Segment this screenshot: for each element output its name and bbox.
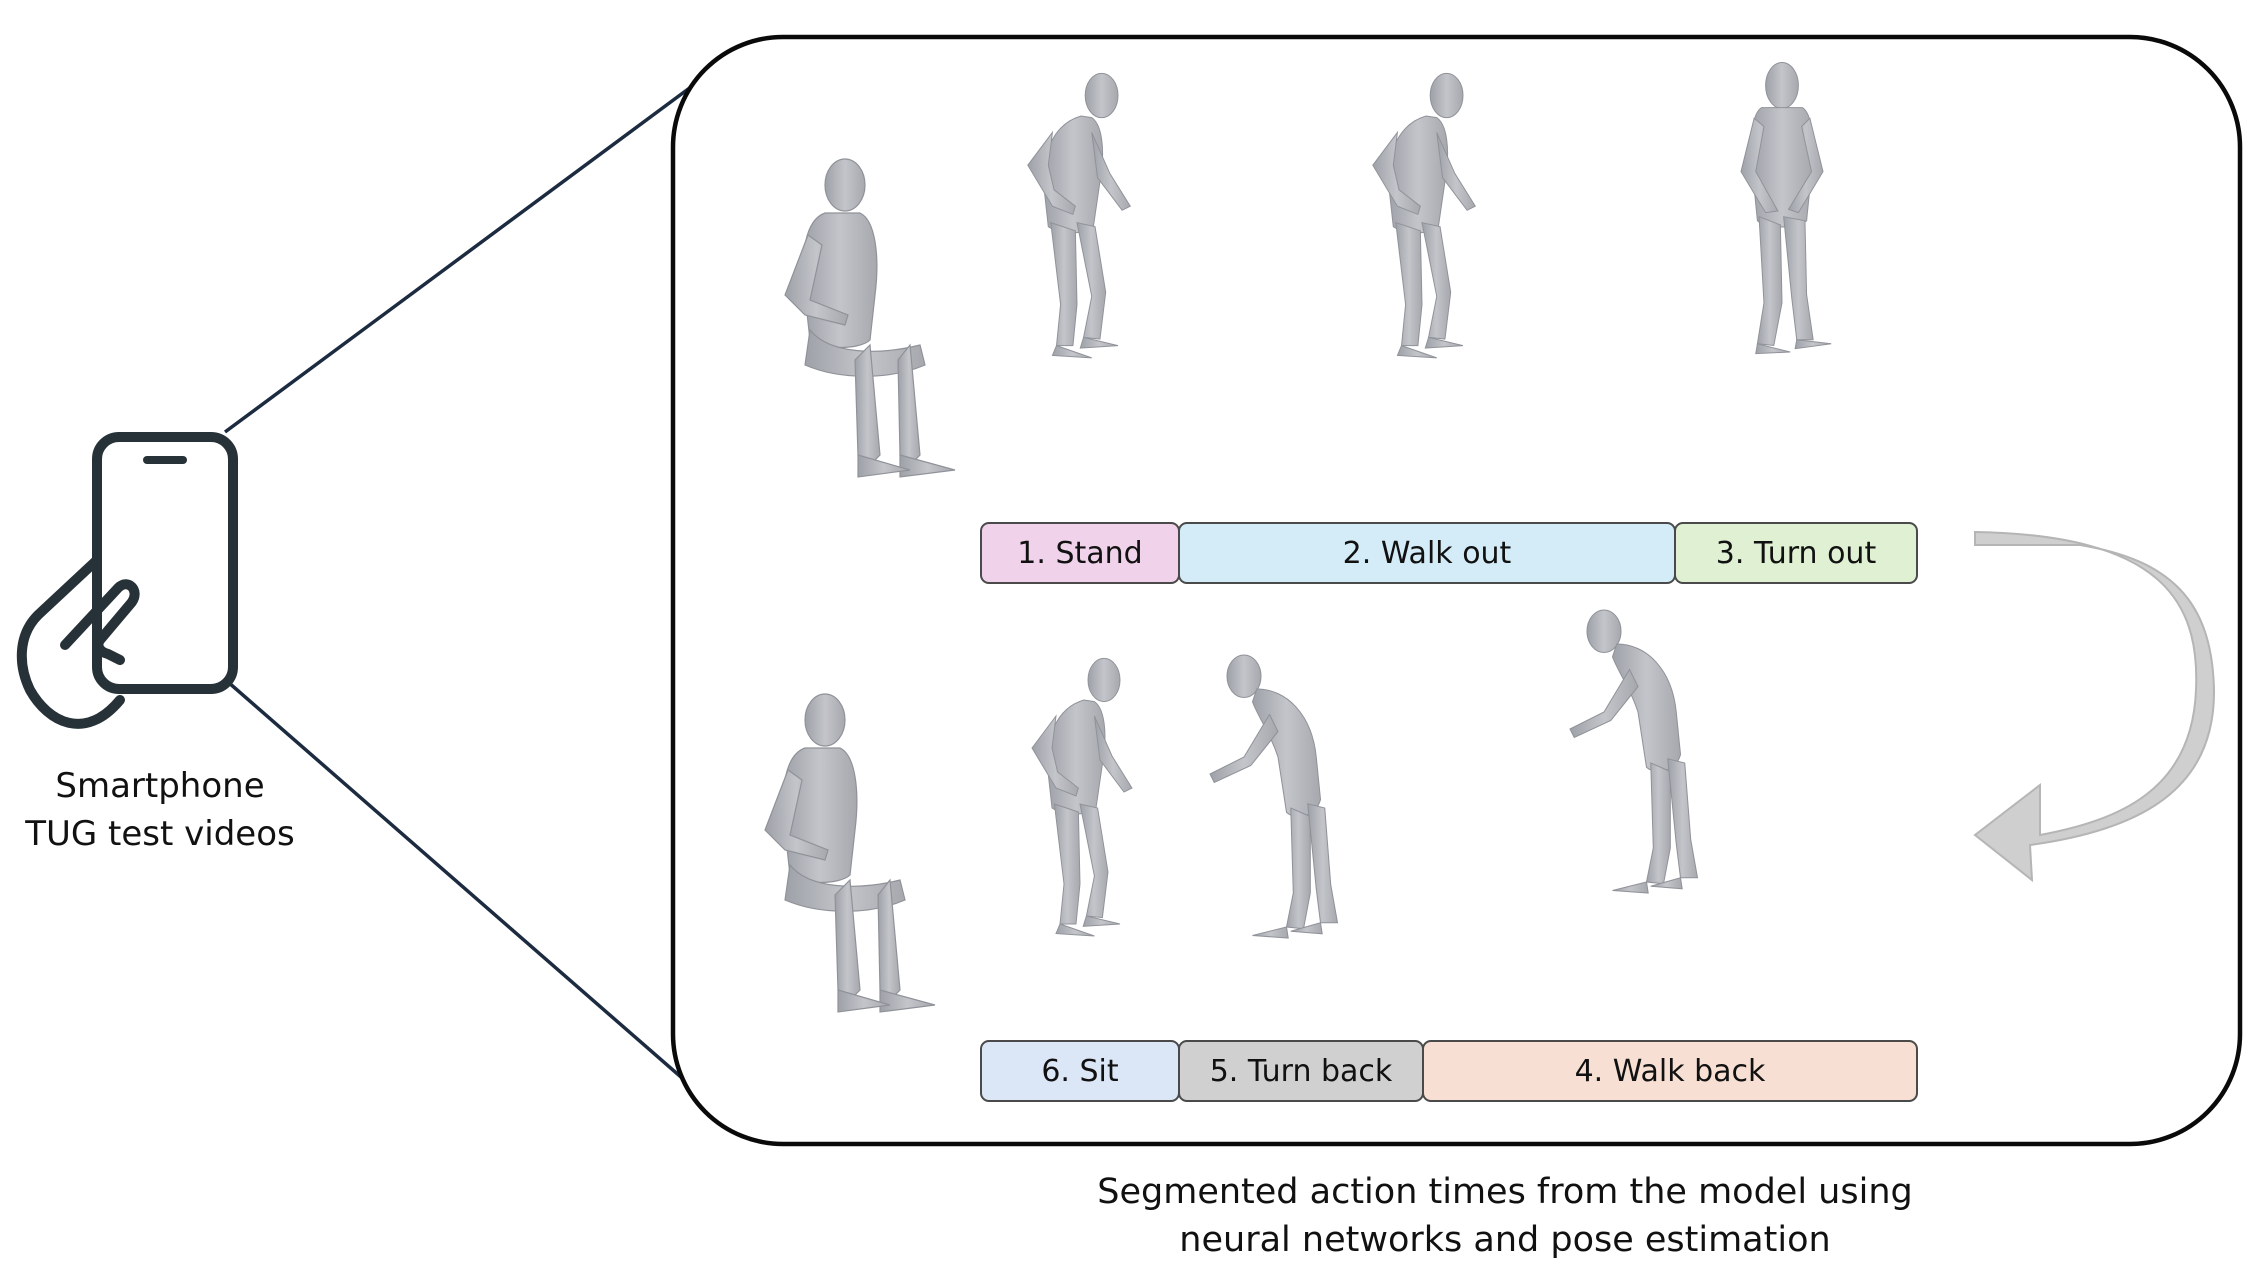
figure-sitting-1 (784, 158, 956, 478)
smartphone-hand-icon (16, 432, 238, 729)
panel-caption: Segmented action times from the model us… (1050, 1168, 1960, 1264)
panel-caption-line2: neural networks and pose estimation (1179, 1220, 1831, 1260)
top-segment-1: 1. Stand (980, 522, 1180, 584)
figure-sitting-down (1031, 657, 1133, 937)
bottom-segment-1: 6. Sit (980, 1040, 1180, 1102)
panel-caption-line1: Segmented action times from the model us… (1097, 1172, 1913, 1212)
phone-caption-line2: TUG test videos (25, 814, 295, 854)
curved-arrow-icon (1973, 530, 2216, 883)
connector-line-bottom (226, 680, 707, 1100)
figure-sitting-2 (764, 693, 936, 1013)
phone-caption-line1: Smartphone (55, 766, 265, 806)
top-segment-3: 3. Turn out (1674, 522, 1918, 584)
actions-panel (670, 34, 2243, 1147)
figure-standing-up (1027, 72, 1132, 359)
bottom-segment-3: 4. Walk back (1422, 1040, 1918, 1102)
connector-line-top (223, 62, 724, 434)
figure-turning-out (1740, 62, 1832, 355)
figure-walking-out (1372, 72, 1477, 359)
top-segment-2: 2. Walk out (1178, 522, 1676, 584)
figure-walking-back (1569, 609, 1699, 894)
figure-turning-back (1209, 654, 1339, 939)
bottom-segment-2: 5. Turn back (1178, 1040, 1424, 1102)
phone-caption: Smartphone TUG test videos (0, 762, 320, 858)
